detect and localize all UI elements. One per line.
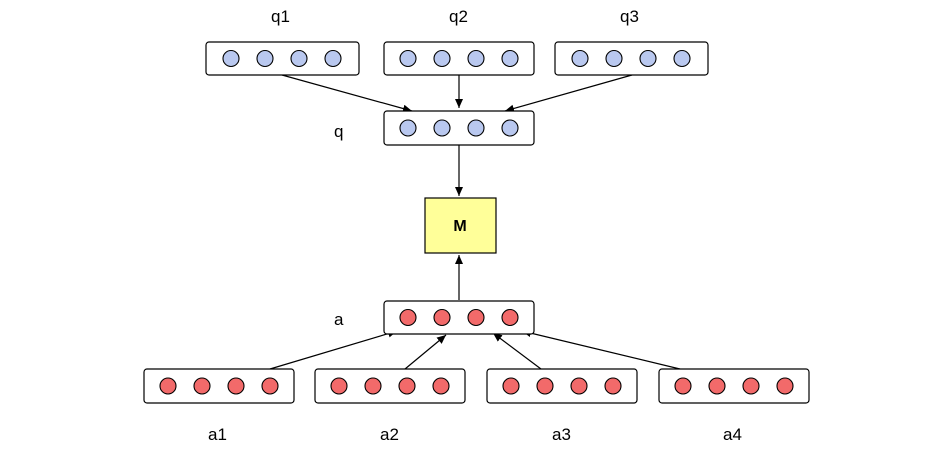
query-node [399, 119, 417, 137]
query-vector-q2 [383, 41, 535, 76]
answer-vector-a [383, 300, 535, 335]
answer-node [674, 377, 692, 395]
answer-node [159, 377, 177, 395]
query-node [571, 49, 589, 68]
answer-node [193, 377, 211, 395]
edge-a2-to-a [404, 334, 447, 370]
answer-node [227, 377, 245, 395]
query-node [256, 49, 274, 68]
edge-a3-to-a [492, 332, 542, 370]
query-node [673, 49, 691, 68]
query-node [433, 119, 451, 137]
model-box [424, 197, 497, 254]
edge-q3-to-q [504, 74, 633, 113]
edges [269, 74, 681, 370]
answer-node [261, 377, 279, 395]
answer-node [330, 377, 348, 395]
label-a4: a4 [723, 425, 742, 444]
label-q2: q2 [449, 7, 468, 26]
answer-node [604, 377, 622, 395]
label-q1: q1 [271, 7, 290, 26]
label-q: q [334, 122, 343, 141]
query-vector-q [383, 110, 535, 146]
answer-node [708, 377, 726, 395]
answer-node [742, 377, 760, 395]
answer-node [776, 377, 794, 395]
edge-q1-to-q [281, 74, 413, 113]
answer-node [467, 308, 485, 327]
label-q3: q3 [620, 7, 639, 26]
answer-vector-a4 [658, 368, 810, 404]
query-node [222, 49, 240, 68]
answer-vector-a2 [314, 368, 466, 404]
answer-node [433, 308, 451, 327]
query-node [501, 119, 519, 137]
model-label: M [453, 218, 466, 235]
label-a3: a3 [552, 425, 571, 444]
answer-node [398, 377, 416, 395]
query-node [399, 49, 417, 68]
answer-node [432, 377, 450, 395]
answer-node [399, 308, 417, 327]
label-a2: a2 [380, 425, 399, 444]
answer-vector-a1 [143, 368, 295, 404]
query-node [605, 49, 623, 68]
answer-node [570, 377, 588, 395]
query-node [639, 49, 657, 68]
answer-node [502, 377, 520, 395]
query-node [324, 49, 342, 68]
edge-a4-to-a [521, 329, 681, 370]
answer-node [364, 377, 382, 395]
edge-a1-to-a [269, 329, 398, 370]
query-node [433, 49, 451, 68]
label-a1: a1 [208, 425, 227, 444]
query-node [467, 49, 485, 68]
query-node [290, 49, 308, 68]
query-node [467, 119, 485, 137]
query-vector-q3 [554, 41, 709, 76]
query-node [501, 49, 519, 68]
answer-vector-a3 [486, 368, 638, 404]
query-vector-q1 [205, 41, 360, 76]
label-a: a [334, 310, 344, 329]
answer-node [501, 308, 519, 327]
answer-node [536, 377, 554, 395]
